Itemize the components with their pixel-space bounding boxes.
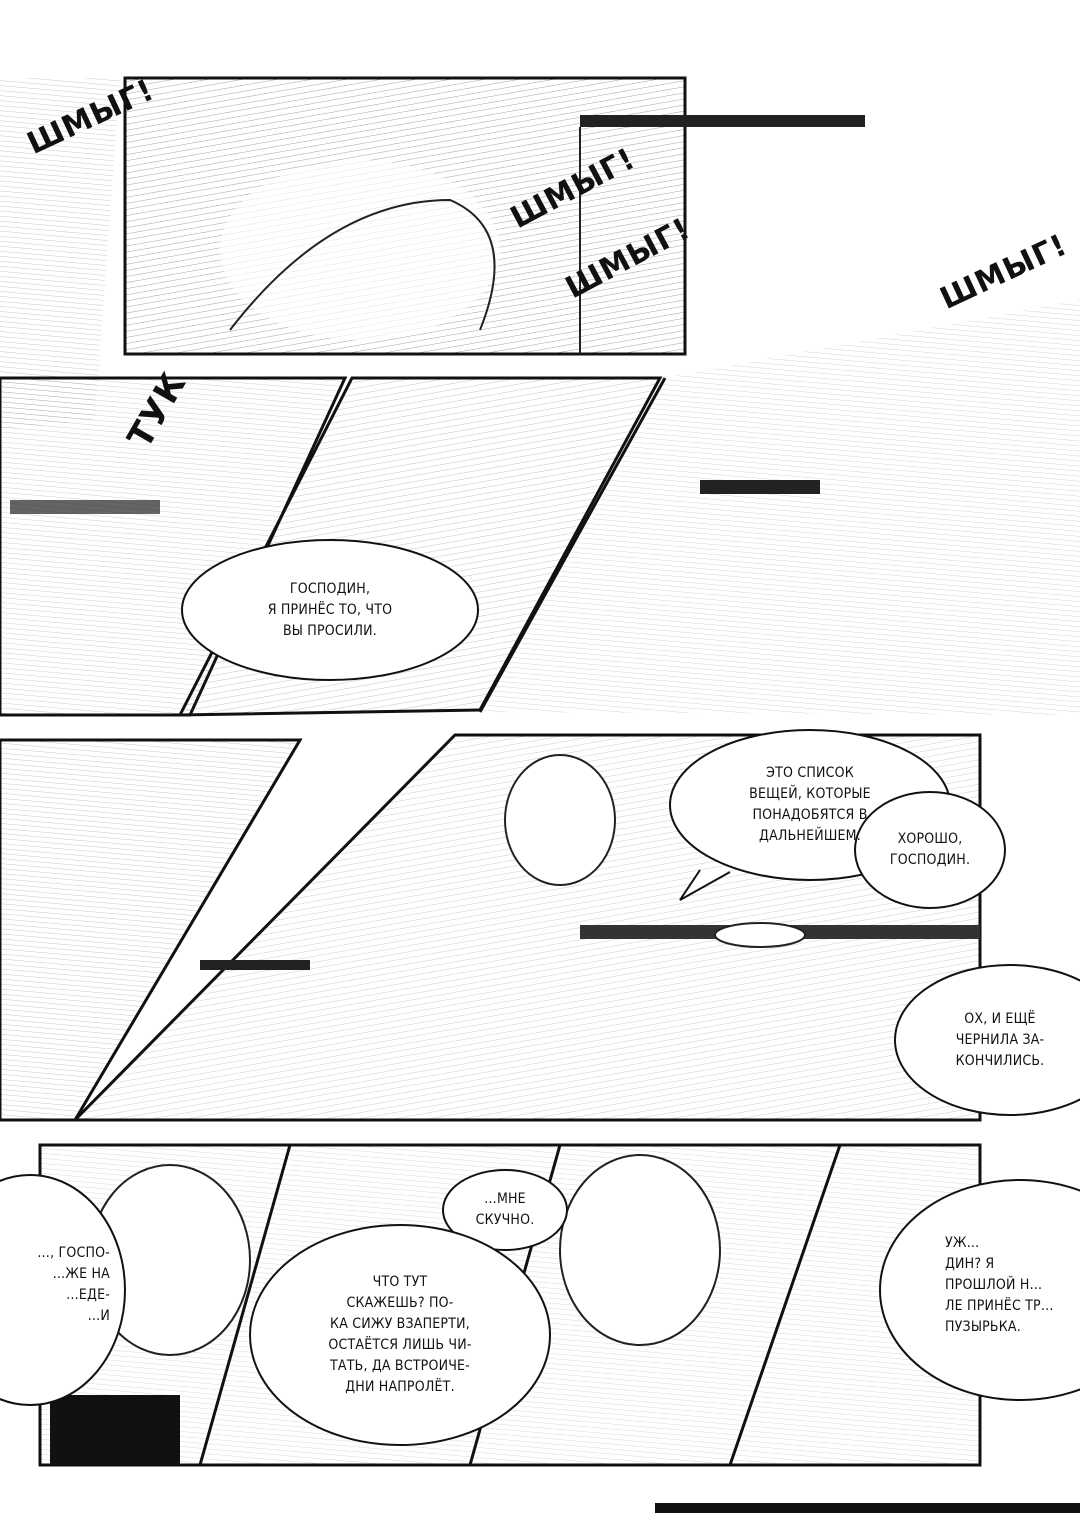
- bottom-bar: [655, 1503, 1080, 1513]
- speech-bubbles: [0, 539, 1080, 1446]
- speech-left-cut: …, ГОСПО- …ЖЕ НА …ЕДЕ- …И: [37, 1245, 110, 1324]
- speech-ok-master: ХОРОШО, ГОСПОДИН.: [889, 831, 971, 868]
- speech-locked-up: ЧТО ТУТ СКАЖЕШЬ? ПО- КА СИЖУ ВЗАПЕРТИ, О…: [328, 1274, 472, 1395]
- speech-ink-ran-out: ОХ, И ЕЩЁ ЧЕРНИЛА ЗА- КОНЧИЛИСЬ.: [955, 1010, 1045, 1069]
- panel-2: [0, 300, 1080, 717]
- speech-im-bored: …МНЕ СКУЧНО.: [475, 1191, 535, 1228]
- panel-1: [123, 76, 865, 356]
- speech-servant-brought: ГОСПОДИН, Я ПРИНЁС ТО, ЧТО ВЫ ПРОСИЛИ.: [267, 580, 393, 639]
- panel-1-left-bleed: [0, 78, 120, 430]
- speech-list-of-items: ЭТО СПИСОК ВЕЩЕЙ, КОТОРЫЕ ПОНАДОБЯТСЯ В …: [749, 765, 871, 844]
- speech-right-cut: УЖ… ДИН? Я ПРОШЛОЙ Н… ЛЕ ПРИНЁС ТР… ПУЗЫ…: [945, 1234, 1054, 1335]
